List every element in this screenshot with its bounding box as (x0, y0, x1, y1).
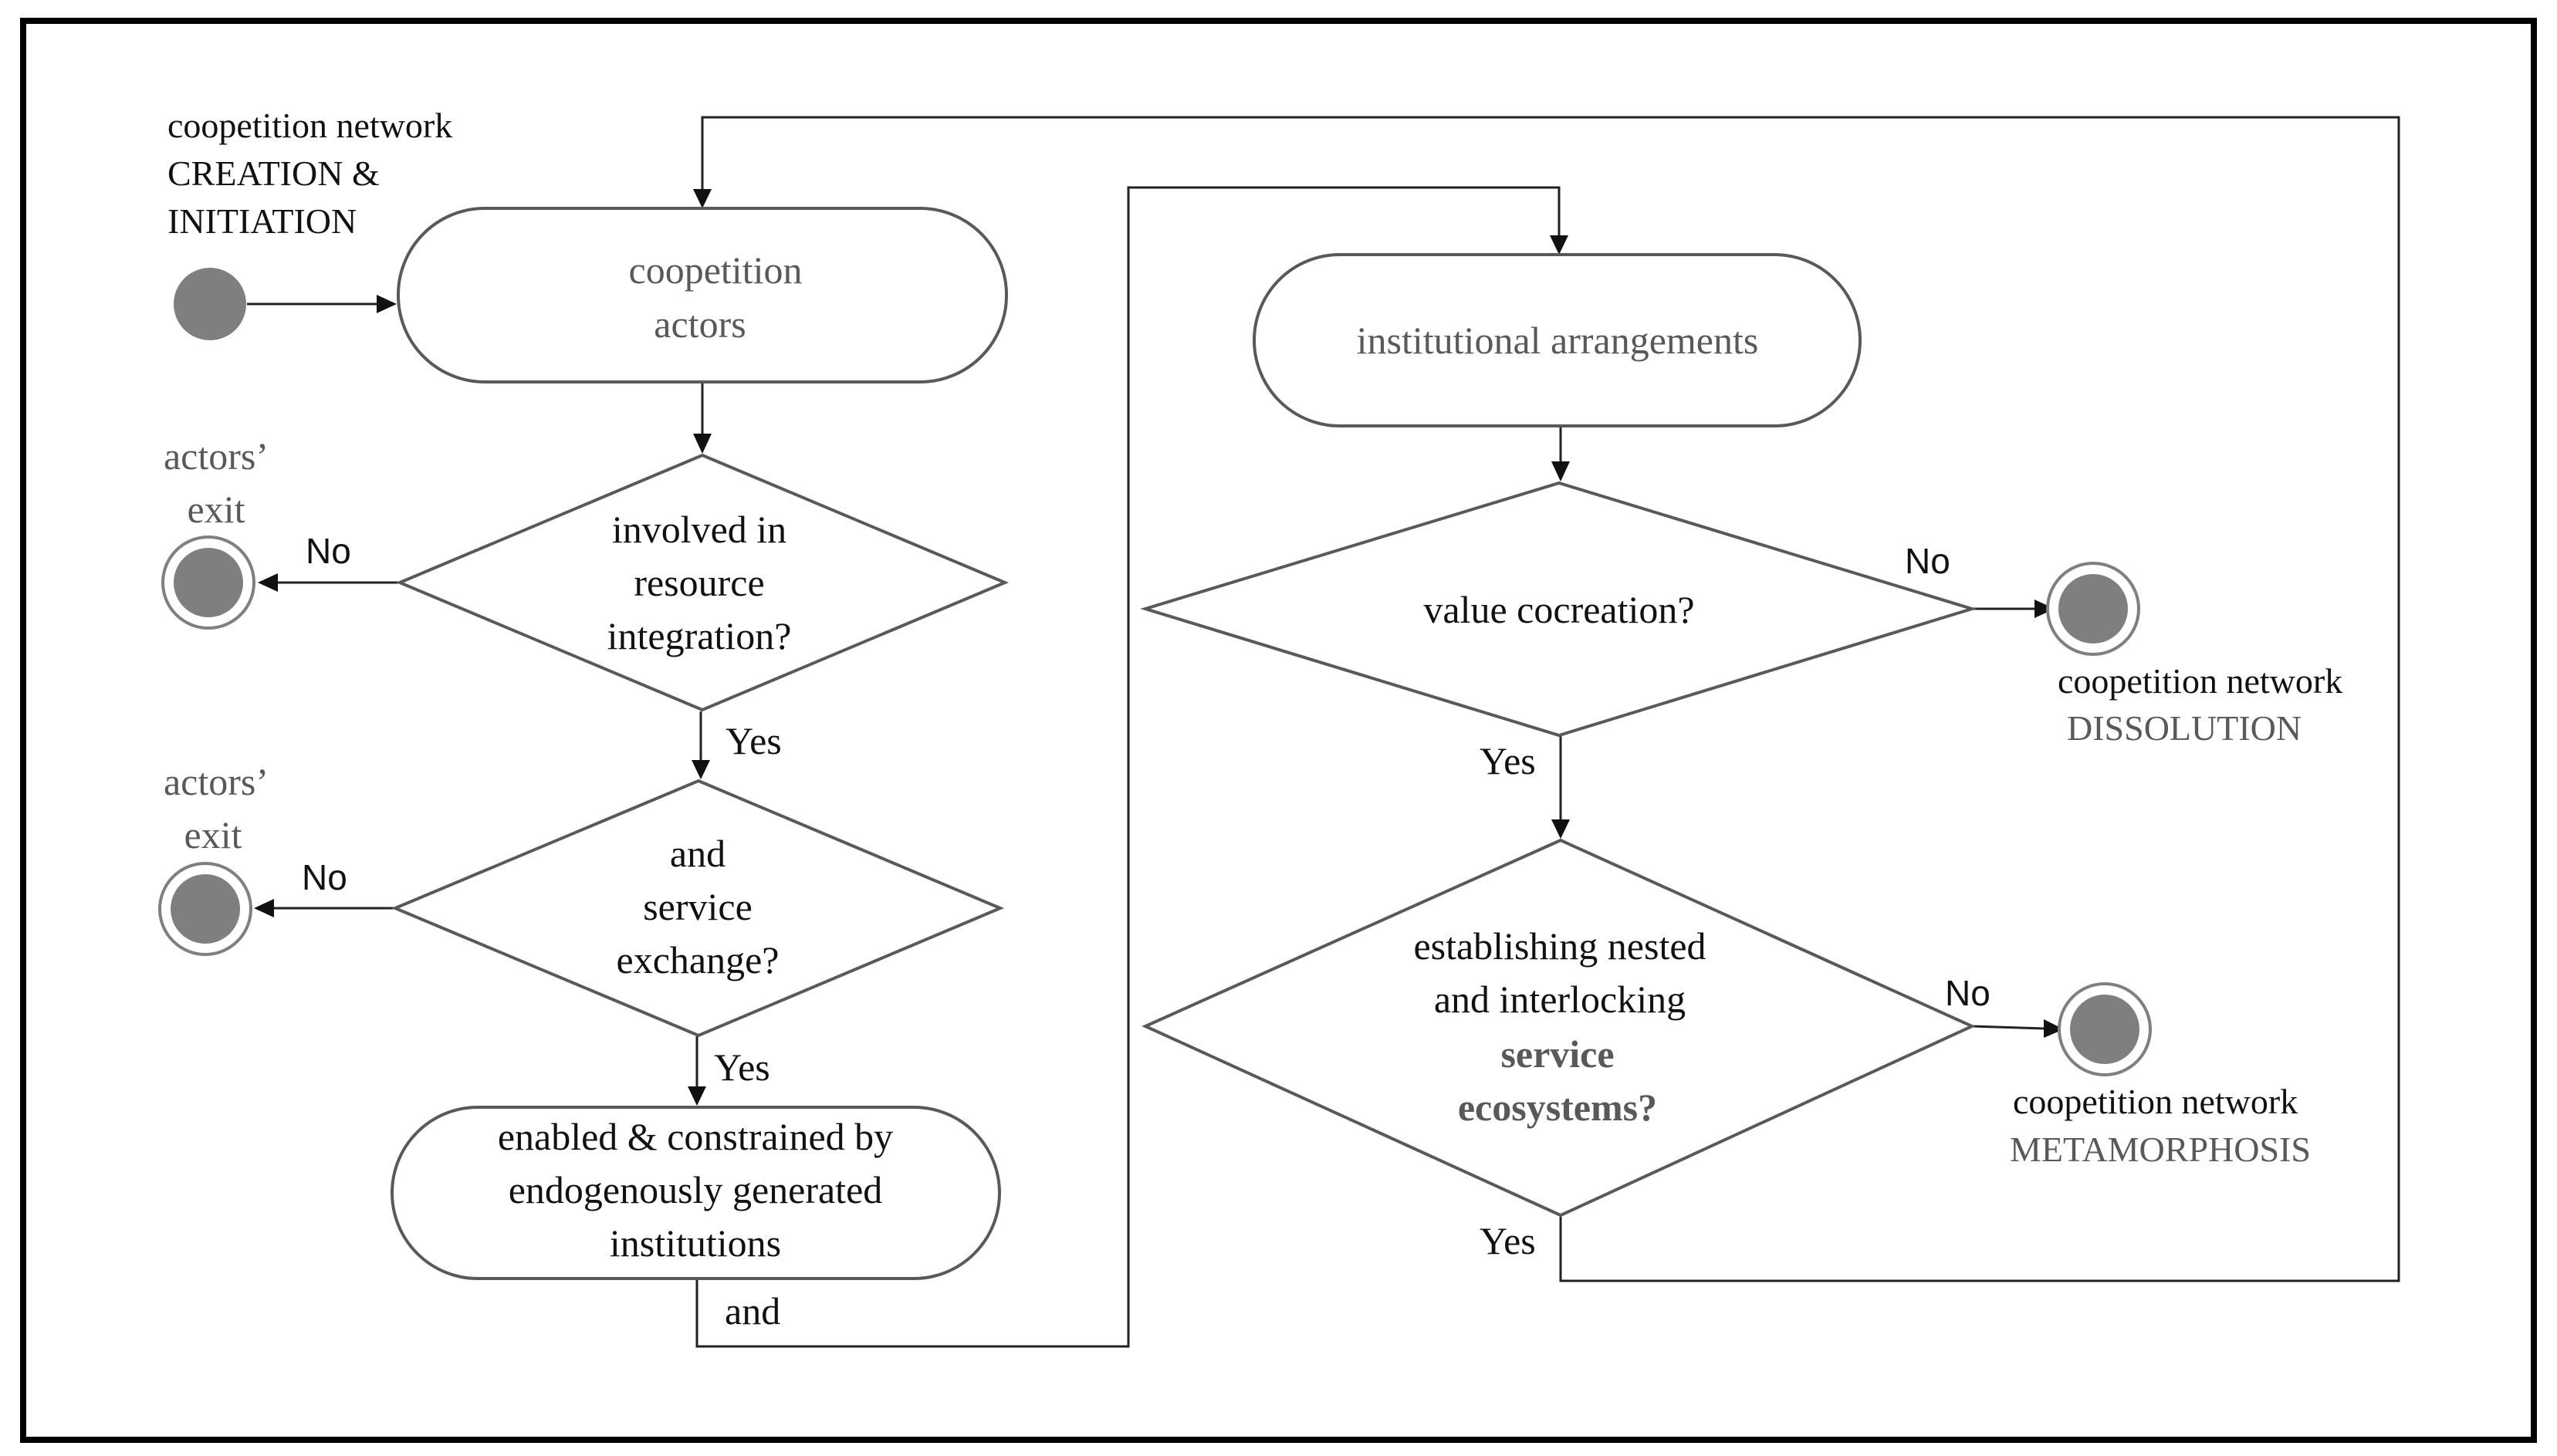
arrowhead (258, 573, 278, 592)
decision-value-no-label: No (1905, 541, 1950, 581)
start-label-line1: coopetition network (167, 106, 452, 145)
decision-ecosystems-line1: establishing nested (1413, 924, 1706, 968)
decision-ecosystems-line3: service (1500, 1032, 1614, 1076)
start-label-line3: INITIATION (167, 201, 357, 241)
exit-1-label-line1: actors’ (164, 434, 269, 478)
institutional-arrangements-label: institutional arrangements (1357, 319, 1759, 362)
decision-resource-yes-label: Yes (725, 719, 782, 762)
connector-ecosystems-no (1971, 1025, 2045, 1030)
coopetition-actors-line1: coopetition (629, 248, 803, 292)
metamorphosis-label-line1: coopetition network (2013, 1082, 2298, 1121)
arrowhead (692, 760, 710, 779)
arrowhead (254, 899, 274, 917)
arrowhead (693, 189, 712, 208)
institutions-line1: enabled & constrained by (498, 1115, 893, 1158)
dissolution-label-line2: DISSOLUTION (2067, 708, 2302, 748)
decision-value-cocreation (1140, 481, 1977, 738)
decision-resource-line3: integration? (607, 614, 792, 657)
decision-resource-no-label: No (306, 531, 351, 571)
arrowhead (2044, 1019, 2064, 1038)
start-label-line2: CREATION & (167, 154, 380, 193)
decision-value-label: value cocreation? (1423, 588, 1694, 631)
dissolution-label-line1: coopetition network (2058, 661, 2342, 701)
decision-exchange-line2: service (643, 885, 753, 928)
coopetition-actors-line2: actors (654, 302, 746, 346)
exit-2-label-line2: exit (184, 813, 242, 856)
decision-ecosystems-line4: ecosystems? (1458, 1086, 1657, 1129)
institutions-and-label: and (725, 1289, 780, 1333)
exit-2-label-line1: actors’ (164, 760, 269, 803)
metamorphosis-label-line2: METAMORPHOSIS (2010, 1130, 2311, 1169)
decision-ecosystems-yes-label: Yes (1480, 1219, 1536, 1262)
arrowhead (1551, 461, 1570, 481)
decision-resource-line2: resource (634, 561, 764, 604)
metamorphosis-node (2058, 982, 2152, 1076)
arrowhead (693, 434, 712, 454)
decision-service-exchange (391, 779, 1005, 1038)
arrowhead (2034, 600, 2055, 618)
institutions-box (391, 1106, 1001, 1280)
decision-value-yes-label: Yes (1480, 739, 1536, 782)
arrowhead (377, 295, 397, 313)
coopetition-actors-box (397, 207, 1008, 383)
dissolution-node (2046, 562, 2140, 656)
connector-ecosystems-yes-loop (701, 116, 2400, 1282)
institutional-arrangements-box (1253, 253, 1862, 427)
institutions-line3: institutions (610, 1221, 781, 1265)
arrowhead (1550, 235, 1568, 255)
decision-exchange-yes-label: Yes (714, 1046, 770, 1089)
connector-institutions-to-arrangements (695, 186, 1561, 1348)
decision-exchange-line3: exchange? (617, 938, 780, 981)
exit-node-1 (161, 535, 255, 630)
decision-resource-integration (395, 453, 1010, 712)
institutions-line2: endogenously generated (509, 1168, 883, 1211)
decision-service-ecosystems (1142, 838, 1976, 1218)
exit-1-label-line2: exit (188, 488, 245, 531)
decision-exchange-line1: and (670, 832, 725, 875)
start-node (174, 268, 246, 340)
decision-resource-line1: involved in (612, 508, 786, 551)
decision-exchange-no-label: No (302, 857, 347, 897)
decision-ecosystems-line2: and interlocking (1434, 978, 1686, 1021)
exit-node-2 (158, 862, 252, 956)
decision-ecosystems-no-label: No (1945, 973, 1990, 1013)
arrowhead (1551, 819, 1570, 839)
arrowhead (688, 1086, 706, 1106)
